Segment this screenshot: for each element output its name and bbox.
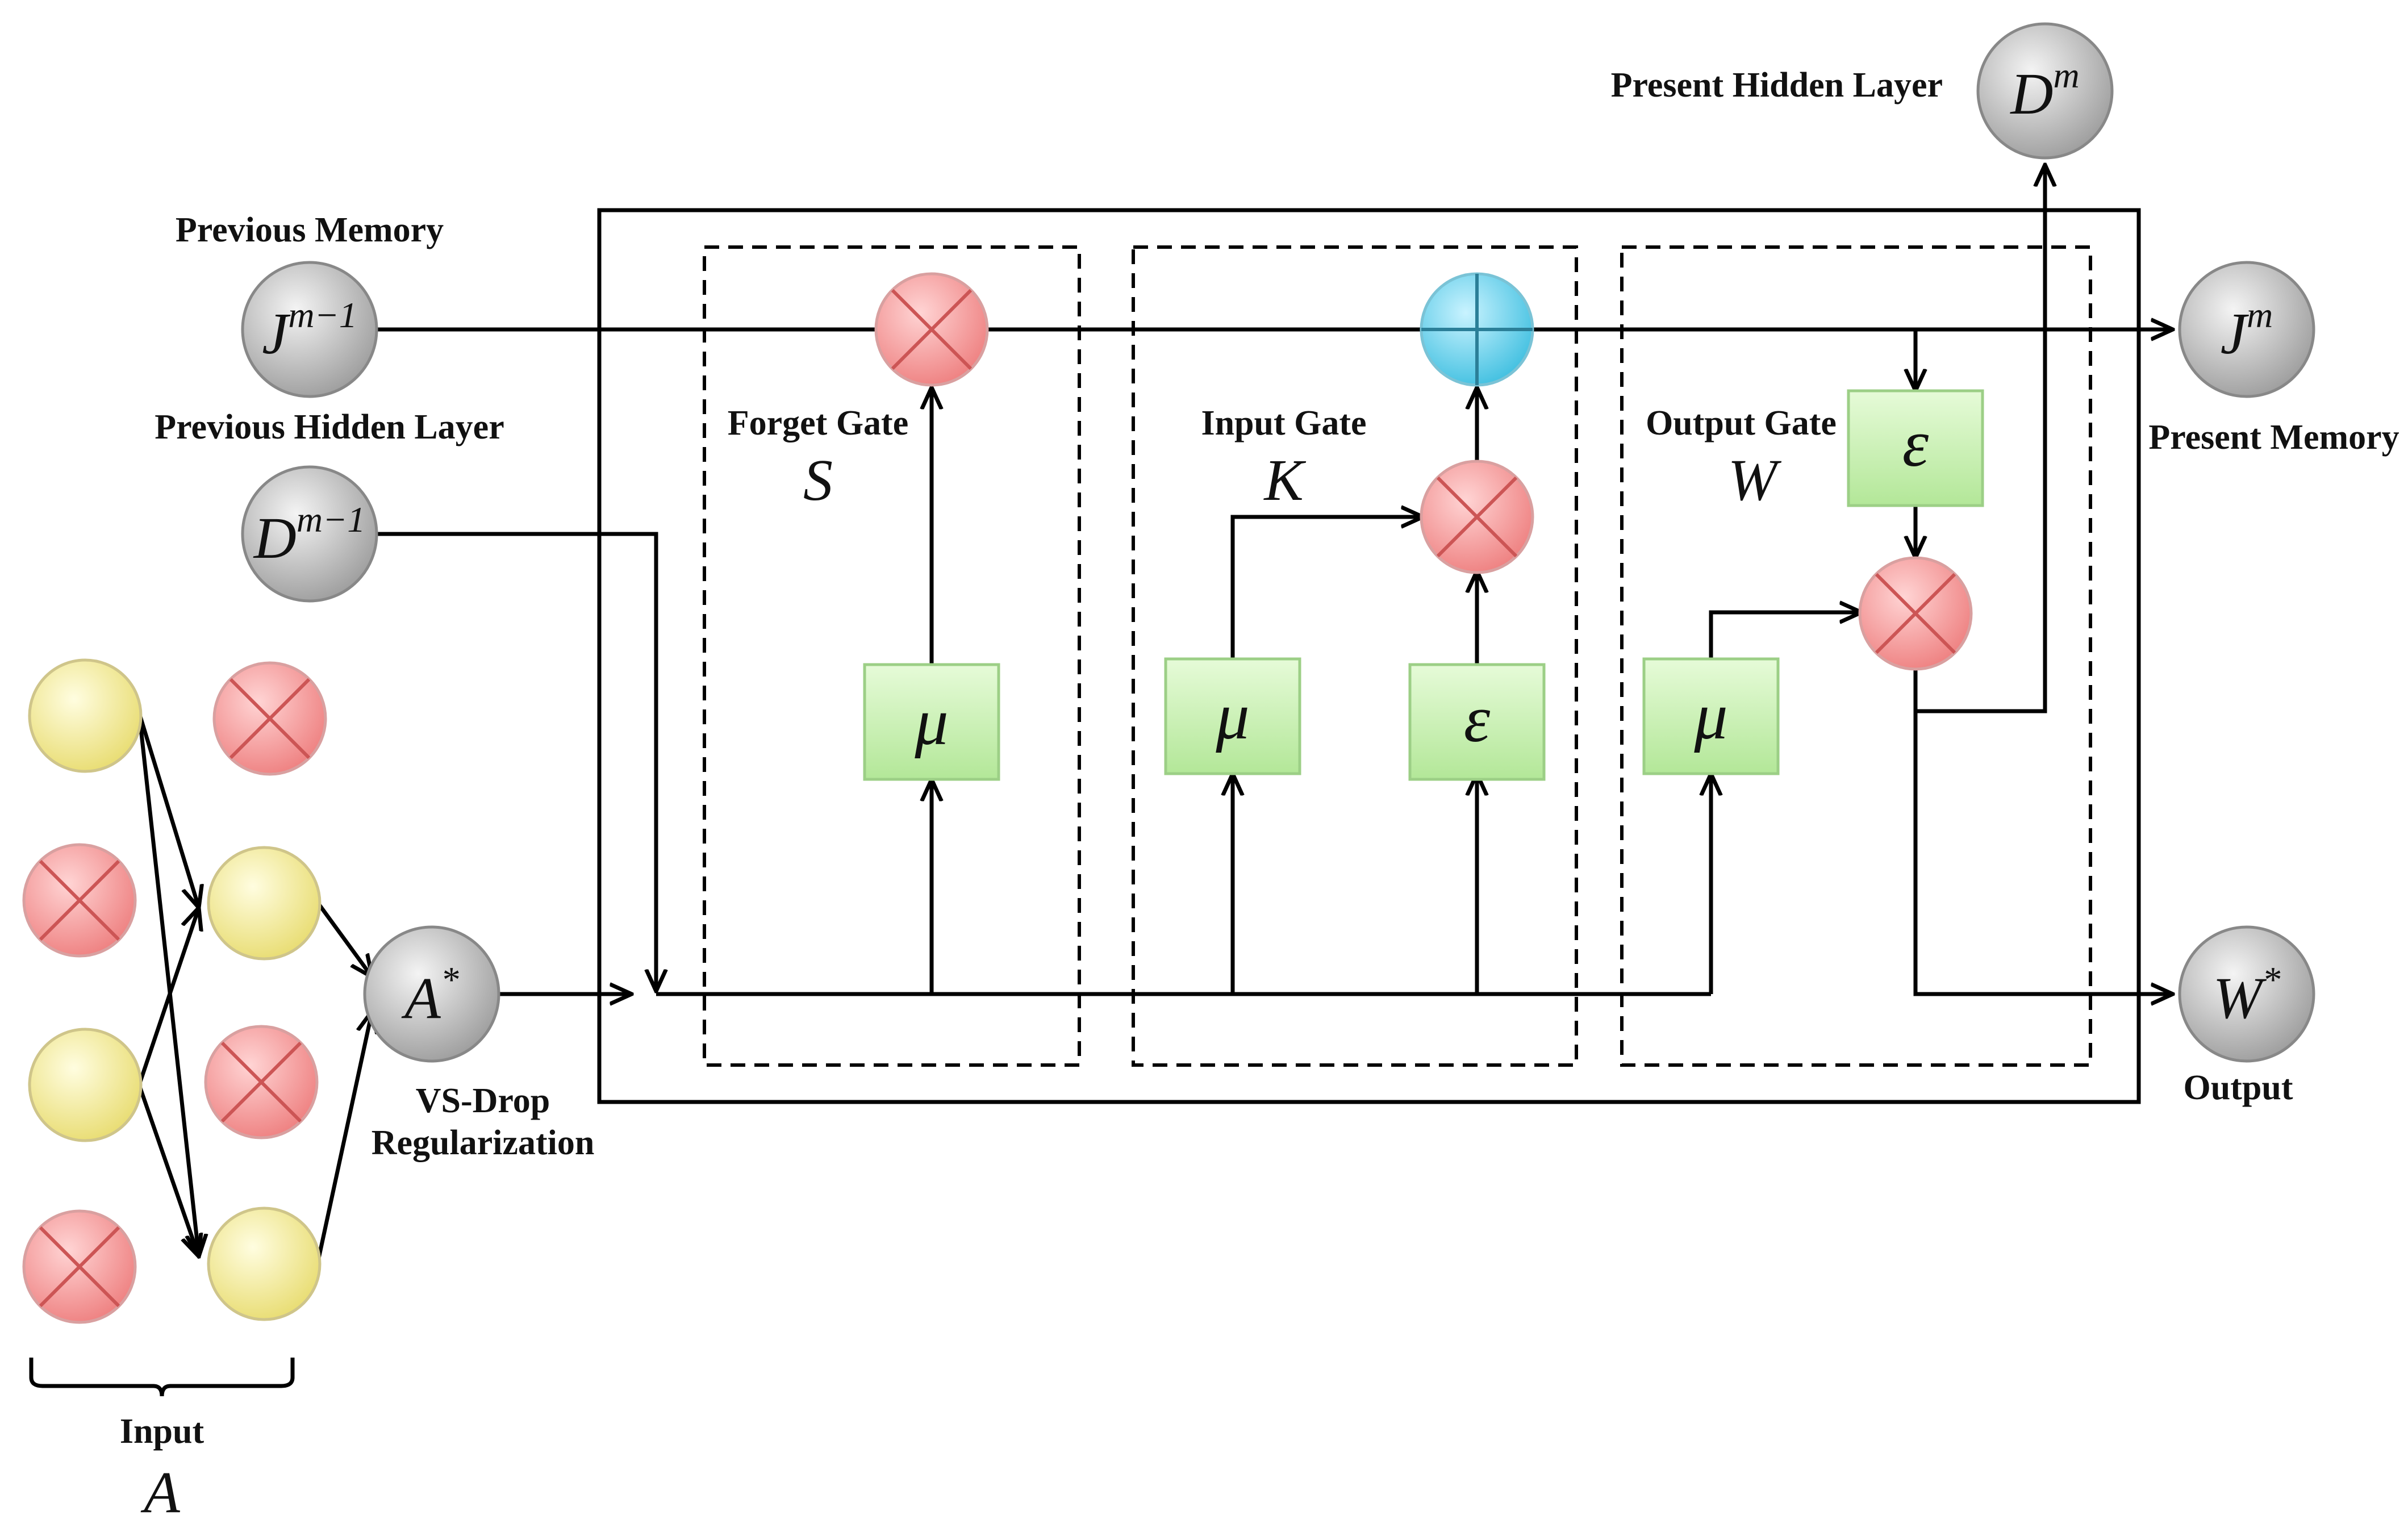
output-node: W* — [2178, 925, 2315, 1063]
tanh-symbol: ε — [1464, 682, 1491, 756]
svg-text:Jm: Jm — [2221, 295, 2273, 366]
memory-tanh-box: ε — [1847, 389, 1984, 507]
sigmoid-symbol: μ — [914, 684, 948, 759]
sigmoid-symbol: μ — [1693, 679, 1727, 753]
input-neuron — [28, 658, 143, 773]
dropout-input-node: A* — [363, 925, 500, 1063]
forget-gate-title: Forget Gate — [728, 404, 908, 442]
dropped-neuron — [212, 661, 327, 776]
previous-memory-label: Previous Memory — [176, 211, 444, 249]
output-multiply-node — [1858, 556, 1973, 671]
dropped-neuron — [22, 843, 137, 958]
output-gate-region — [1620, 245, 2092, 1067]
svg-text:W*: W* — [2213, 959, 2281, 1031]
regularization-label: Regularization — [372, 1124, 595, 1162]
dropped-neuron — [22, 1209, 137, 1324]
previous-memory-node: Jm−1 — [241, 261, 378, 398]
input-gate-title: Input Gate — [1201, 404, 1366, 442]
input-label: Input — [120, 1412, 205, 1451]
svg-text:Dm: Dm — [2009, 55, 2079, 127]
input-network — [22, 658, 327, 1324]
forget-gate-symbol: S — [803, 448, 833, 513]
connections — [29, 165, 2173, 1397]
hidden-neuron — [207, 1206, 322, 1321]
hidden-neuron — [207, 846, 322, 961]
input-tanh-box: ε — [1408, 663, 1546, 781]
input-multiply-node — [1420, 460, 1534, 574]
present-hidden-node: Dm — [1976, 22, 2114, 160]
sigmoid-symbol: μ — [1215, 679, 1249, 753]
svg-text:Jm−1: Jm−1 — [262, 295, 357, 366]
input-gate-region — [1132, 245, 1578, 1067]
present-hidden-layer-label: Present Hidden Layer — [1611, 66, 1943, 105]
present-memory-label: Present Memory — [2148, 418, 2399, 457]
vs-drop-label: VS-Drop — [416, 1082, 550, 1120]
forget-sigmoid-box: μ — [863, 663, 1000, 781]
input-gate-symbol: K — [1263, 448, 1306, 513]
input-symbol: A — [140, 1460, 180, 1525]
output-gate-title: Output Gate — [1646, 404, 1837, 442]
forget-multiply-node — [874, 272, 989, 387]
previous-hidden-layer-label: Previous Hidden Layer — [155, 408, 504, 446]
input-sigmoid-box: μ — [1164, 657, 1301, 775]
previous-hidden-node: Dm−1 — [241, 465, 378, 603]
input-neuron — [28, 1028, 143, 1142]
present-memory-node: Jm — [2178, 261, 2315, 398]
output-sigmoid-box: μ — [1642, 657, 1780, 775]
output-label: Output — [2184, 1068, 2293, 1107]
svg-text:Dm−1: Dm−1 — [253, 499, 366, 571]
output-gate-symbol: W — [1728, 448, 1782, 513]
dropped-neuron — [204, 1025, 319, 1139]
svg-text:A*: A* — [401, 959, 459, 1031]
lstm-cell-frame — [597, 208, 2141, 1104]
tanh-symbol: ε — [1902, 406, 1929, 481]
memory-add-node — [1420, 272, 1534, 387]
